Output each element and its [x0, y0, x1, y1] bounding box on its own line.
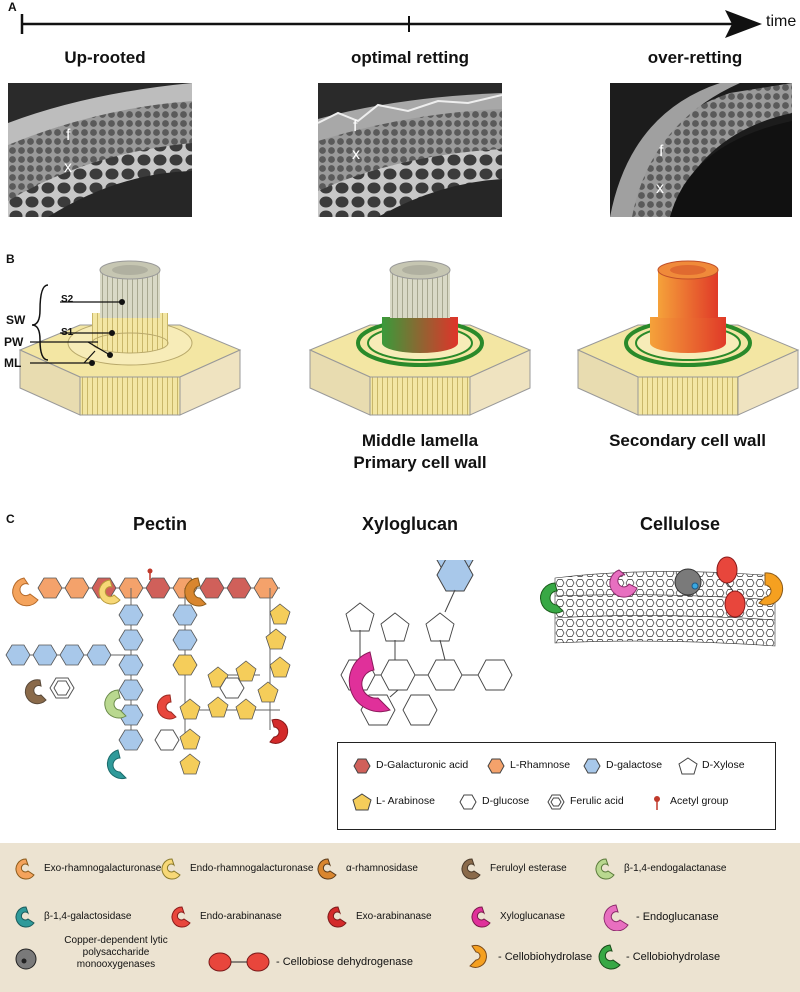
enzyme-cellobiose-dehydrogenase: - Cellobiose dehydrogenase: [208, 951, 413, 978]
lpmo-icon: [15, 948, 37, 970]
pacman-enzyme-icon: [471, 906, 491, 928]
micro-label-xylem-1: x: [64, 159, 72, 176]
legend-item-acetyl: Acetyl group: [650, 793, 728, 816]
model-up-rooted: [18, 260, 242, 416]
enzyme-alpha-rhamnosidase: α-rhamnosidase: [316, 857, 418, 886]
pacman-enzyme-icon: [171, 906, 191, 928]
pentagon-icon: [678, 757, 698, 775]
pacman-enzyme-icon: [15, 906, 35, 928]
hexagon-icon: [583, 758, 601, 774]
stage-optimal-retting: optimal retting: [350, 48, 470, 67]
hexagon-icon: [487, 758, 505, 774]
label-s2: S2: [61, 294, 74, 305]
micro-label-xylem-2: x: [352, 146, 360, 163]
legend-item-glucose: D-glucose: [458, 793, 529, 816]
pacman-enzyme-icon: [469, 944, 487, 968]
stage-over-retting: over-retting: [647, 48, 743, 67]
pacman-enzyme-icon: [603, 904, 629, 932]
panel-label-c: C: [6, 512, 15, 526]
panel-label-a: A: [8, 0, 17, 14]
pacman-enzyme-icon: [461, 858, 481, 880]
legend-item-xylose: D-Xylose: [678, 757, 745, 780]
enzyme-galactosidase: β-1,4-galactosidase: [14, 905, 131, 934]
micro-label-xylem-3: x: [656, 180, 664, 197]
hexagon-icon: [353, 758, 371, 774]
legend-item-ferulic: Ferulic acid: [546, 793, 624, 816]
micro-label-fiber-1: f: [66, 127, 71, 144]
enzyme-cellobiohydrolase-green: - Cellobiohydrolase: [594, 943, 720, 976]
timeline-axis: [20, 10, 762, 38]
label-primary-wall: PW: [4, 335, 24, 349]
pentagon-icon: [352, 793, 372, 811]
enzyme-legend: Exo-rhamnogalacturonase Endo-rhamnogalac…: [0, 843, 800, 992]
pacman-enzyme-icon: [15, 858, 35, 880]
enzyme-exo-arabinanase: Exo-arabinanase: [326, 905, 432, 934]
legend-item-galactose: D-galactose: [582, 757, 662, 780]
legend-item-galacturonic: D-Galacturonic acid: [352, 757, 468, 780]
enzyme-endo-rhamnogalacturonase: Endo-rhamnogalacturonase: [160, 857, 313, 886]
pacman-enzyme-icon: [161, 858, 181, 880]
panel-label-b: B: [6, 252, 15, 266]
monomer-legend: D-Galacturonic acid L-Rhamnose D-galacto…: [337, 742, 776, 830]
ring-icon: [547, 794, 565, 810]
xyloglucan-structure: [340, 560, 513, 726]
legend-item-rhamnose: L-Rhamnose: [486, 757, 570, 780]
enzyme-endoglucanase: - Endoglucanase: [598, 903, 719, 936]
enzyme-exo-rhamnogalacturonase: Exo-rhamnogalacturonase: [14, 857, 161, 886]
model-optimal-retting: [308, 260, 532, 416]
enzyme-endogalactanase: β-1,4-endogalactanase: [594, 857, 727, 886]
cdh-icon: [208, 952, 270, 972]
caption-middle-lamella: Middle lamella Primary cell wall: [353, 431, 487, 472]
enzyme-cellobiohydrolase-orange: - Cellobiohydrolase: [466, 943, 592, 974]
heading-cellulose: Cellulose: [639, 514, 721, 534]
micrograph-optimal-retting: [318, 83, 502, 217]
legend-item-arabinose: L- Arabinose: [352, 793, 435, 816]
micro-label-fiber-3: f: [659, 143, 664, 160]
label-s1: S1: [61, 327, 74, 338]
stage-up-rooted: Up-rooted: [64, 48, 146, 67]
heading-xyloglucan: Xyloglucan: [361, 514, 459, 534]
pectin-structure: [5, 568, 291, 780]
micro-label-fiber-2: f: [353, 118, 358, 135]
pacman-enzyme-icon: [317, 858, 337, 880]
enzyme-endo-arabinanase: Endo-arabinanase: [170, 905, 282, 934]
timeline-label: time: [766, 13, 797, 30]
heading-pectin: Pectin: [132, 514, 188, 534]
hexagon-icon: [459, 794, 477, 810]
caption-secondary-wall: Secondary cell wall: [609, 431, 766, 450]
pin-icon: [654, 796, 660, 810]
cell-wall-models: [18, 260, 800, 416]
micrograph-up-rooted: [8, 83, 192, 217]
pacman-enzyme-icon: [327, 906, 347, 928]
label-middle-lamella: ML: [4, 356, 22, 370]
label-secondary-wall: SW: [6, 313, 26, 327]
pacman-enzyme-icon: [595, 858, 615, 880]
model-over-retting: [576, 260, 800, 416]
enzyme-feruloyl-esterase: Feruloyl esterase: [460, 857, 567, 886]
enzyme-lpmo: Copper-dependent lytic polysaccharide mo…: [14, 935, 168, 976]
pacman-enzyme-icon: [598, 944, 621, 970]
cellulose-structure: [540, 556, 784, 647]
micrograph-over-retting: [610, 83, 792, 217]
enzyme-xyloglucanase: Xyloglucanase: [470, 905, 565, 934]
